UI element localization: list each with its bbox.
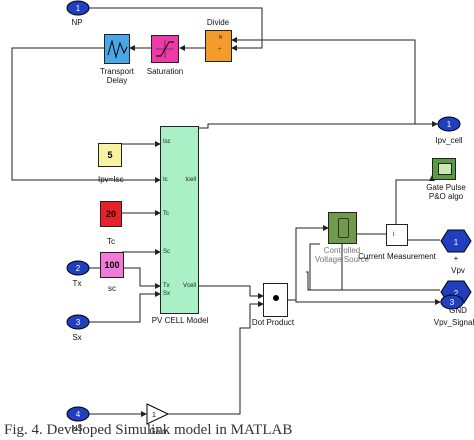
constant-sc[interactable]: 100 [100,252,124,278]
ipv-isc-label: Ipv=Isc [98,175,124,184]
inport-sx-number: 3 [76,318,81,327]
scope-icon [438,163,452,175]
divide-mult-icon: ✕ [218,35,224,41]
outport-ipv-cell[interactable]: 1 [437,116,461,132]
current-measurement-label: Current Measurement [358,252,436,261]
dot-product-block[interactable] [263,283,288,317]
pmc-gnd-number: 2 [454,289,459,298]
gain-block[interactable]: 1 [146,403,170,425]
inport-ns[interactable]: 4 [66,406,90,422]
gate-pulse-label: Gate Pulse P&O algo [426,183,466,201]
np-label: NP [71,18,83,27]
constant-tc[interactable]: 20 [100,201,122,227]
inport-tx-number: 2 [76,264,81,273]
pv-port-vcell: Vcell [182,283,196,289]
outport-vpv-signal[interactable]: 3 [440,294,464,310]
pv-port-ic: Ic [163,177,168,183]
controlled-voltage-source-label: Controlled Voltage Source [314,246,370,264]
divide-div-icon: ÷ [218,47,222,53]
gain-label: Gain [149,427,167,436]
pv-port-sc: Sc [163,249,171,255]
current-measurement-block[interactable]: i [386,224,408,246]
vpv-signal-label: Vpv_Signal [433,318,474,327]
pv-port-tc: Tc [163,211,169,217]
tx-label: Tx [72,279,82,288]
pv-port-sx: Sx [163,291,171,297]
sx-label: Sx [72,333,82,342]
outport-vpv-signal-number: 3 [450,298,455,307]
saturation-icon [156,40,174,58]
vpv-label: Vpv [451,266,465,275]
saturation-block[interactable] [151,35,179,63]
ipv-cell-label: Ipv_cell [435,136,463,145]
svg-text:1: 1 [152,412,156,419]
plus-label: + [453,254,459,263]
outport-ipv-cell-number: 1 [447,120,452,129]
saturation-label: Saturation [146,67,184,76]
constant-isc[interactable]: 5 [98,143,122,167]
gnd-label: GND [449,306,467,315]
inport-np[interactable]: 1 [66,0,90,16]
inport-tx[interactable]: 2 [66,260,90,276]
dot-product-icon [273,295,279,301]
inport-sx[interactable]: 3 [66,314,90,330]
current-measurement-icon: i [393,231,395,238]
inport-ns-number: 4 [76,410,81,419]
ns-label: NS [71,424,83,433]
pv-port-tx: Tx [163,283,170,289]
transport-delay-label: Transport Delay [100,67,134,85]
voltage-source-icon [338,218,349,238]
inport-np-number: 1 [76,4,81,13]
controlled-voltage-source-block[interactable] [328,212,357,244]
pv-cell-model-label: PV CELL Model [151,316,209,325]
sc-label: sc [108,284,116,293]
divide-label: Divide [206,18,230,27]
transport-delay-icon [107,39,128,59]
dot-product-label: Dot Product [251,318,295,327]
transport-delay-block[interactable] [104,34,130,64]
figure-caption: Fig. 4. Developed Simulink model in MATL… [4,422,293,438]
pv-cell-model-block[interactable]: Isc Ic Tc Sc Tx Sx Icell Vcell [160,126,199,314]
pv-port-icell: Icell [185,177,196,183]
divide-block[interactable]: ✕ ÷ [205,30,232,62]
pmc-plus[interactable]: 1 [440,229,472,253]
gate-pulse-block[interactable] [432,158,456,180]
pv-port-isc: Isc [163,139,171,145]
pmc-plus-number: 1 [454,238,459,247]
tc-label: Tc [107,237,115,246]
